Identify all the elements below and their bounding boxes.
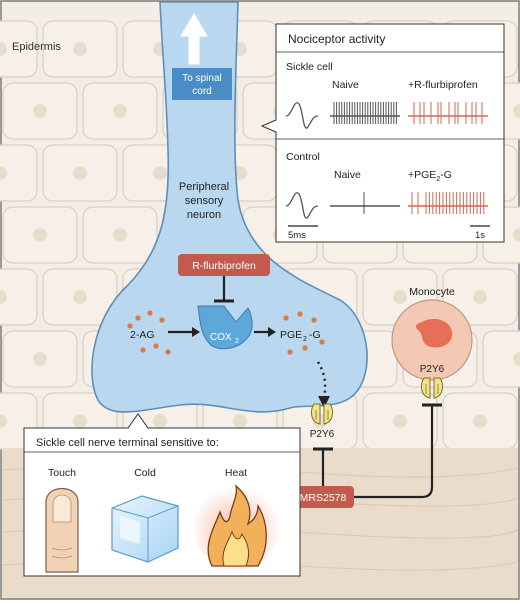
cox2-label: COX xyxy=(210,332,232,343)
sickle-waveform xyxy=(285,102,319,129)
activity-panel-title: Nociceptor activity xyxy=(288,32,385,46)
epidermis-cell-nucleus xyxy=(393,290,407,304)
epidermis-cell-nucleus xyxy=(473,414,487,428)
sickle-cell-label: Sickle cell xyxy=(286,61,333,73)
epidermis-cell-nucleus xyxy=(73,290,87,304)
p2y6-neuron-label: P2Y6 xyxy=(310,429,335,440)
spinal-cord-arrow xyxy=(180,13,208,65)
epidermis-cell-nucleus xyxy=(393,414,407,428)
pge2g-label: PGE xyxy=(280,329,302,341)
epidermis-cell-nucleus xyxy=(0,290,7,304)
epidermis-cell-nucleus xyxy=(0,414,7,428)
spinal-cord-label-line1: To spinal xyxy=(182,73,221,84)
arrowhead-2ag xyxy=(192,327,200,337)
control-label: Control xyxy=(286,151,320,163)
monocyte-nucleus xyxy=(415,318,453,348)
heat-label: Heat xyxy=(225,467,247,479)
inhibition-line-p2y6-monocyte xyxy=(354,406,434,499)
cox2-enzyme xyxy=(197,305,253,350)
pge2g-subscript: 2 xyxy=(303,336,307,343)
cold-ice-cube-icon xyxy=(111,495,179,563)
neuron-label-line1: Peripheral xyxy=(179,181,229,193)
p2y6-monocyte-label: P2Y6 xyxy=(420,364,445,375)
peripheral-sensory-neuron xyxy=(91,1,368,413)
neuron-label-line3: neuron xyxy=(187,209,221,221)
r-flurbiprofen-label: R-flurbiprofen xyxy=(192,260,256,272)
control-naive-label: Naive xyxy=(334,169,361,181)
sickle-treated-spikes xyxy=(413,102,483,124)
sickle-cell-naive-label: Naive xyxy=(332,79,359,91)
epidermis-cell xyxy=(0,144,38,202)
sickle-naive-spikes xyxy=(333,102,397,124)
epidermis-cell-nucleus xyxy=(233,414,247,428)
control-waveform xyxy=(285,192,319,219)
epidermis-cell-nucleus xyxy=(113,104,127,118)
p2y6-receptor-monocyte xyxy=(421,377,443,399)
dotted-arrowhead xyxy=(318,396,330,408)
scale-s-label: 1s xyxy=(475,230,485,241)
epidermis-cell-nucleus xyxy=(513,228,520,242)
two-ag-label: 2-AG xyxy=(130,329,155,341)
cold-label: Cold xyxy=(134,467,156,479)
spinal-cord-label-line2: cord xyxy=(192,86,211,97)
mrs2578-label: MRS2578 xyxy=(300,492,347,504)
epidermis-cell-nucleus xyxy=(33,352,47,366)
arrowhead-pge2g xyxy=(268,327,276,337)
control-treated-label: +PGE2-G xyxy=(408,169,452,183)
epidermis-cell-nucleus xyxy=(153,166,167,180)
epidermis-cell-nucleus xyxy=(113,228,127,242)
touch-finger-icon xyxy=(45,488,79,573)
epidermis-cell-nucleus xyxy=(0,166,7,180)
epidermis-cell-nucleus xyxy=(0,42,7,56)
epidermis-cell-nucleus xyxy=(513,352,520,366)
pge2g-molecules xyxy=(283,311,325,355)
two-ag-molecules xyxy=(127,310,171,355)
spinal-cord-label-box xyxy=(172,68,232,100)
epidermis-cell-nucleus xyxy=(73,166,87,180)
epidermis-cell xyxy=(482,330,520,388)
epidermis-cell-nucleus xyxy=(73,42,87,56)
epidermis-cell xyxy=(0,268,38,326)
epidermis-cell-nucleus xyxy=(473,290,487,304)
epidermis-cell xyxy=(0,20,38,78)
epidermis-cell-nucleus xyxy=(153,414,167,428)
p2y6-receptor-neuron xyxy=(311,403,333,425)
epidermis-label: Epidermis xyxy=(12,41,61,53)
control-treated-spikes xyxy=(411,192,485,214)
pge2g-suffix: -G xyxy=(309,329,321,341)
dotted-arrow-to-p2y6 xyxy=(316,361,327,399)
neuron-label-line2: sensory xyxy=(185,195,224,207)
epidermis-cell-nucleus xyxy=(33,104,47,118)
scale-ms-label: 5ms xyxy=(288,230,306,241)
mrs2578-drug-box xyxy=(292,486,354,508)
touch-label: Touch xyxy=(48,467,76,479)
epidermis-cell-nucleus xyxy=(513,104,520,118)
epidermis-cell-nucleus xyxy=(73,414,87,428)
sensitivity-panel: Sickle cell nerve terminal sensitive to:… xyxy=(23,413,301,577)
heat-flame-icon xyxy=(194,484,278,570)
r-flurbiprofen-drug-box xyxy=(178,254,270,276)
cox2-subscript: 2 xyxy=(235,338,239,345)
sensitivity-panel-title: Sickle cell nerve terminal sensitive to: xyxy=(36,437,219,449)
sickle-cell-treated-label: +R-flurbiprofen xyxy=(408,79,478,91)
monocyte-label: Monocyte xyxy=(409,286,455,298)
nociceptor-activity-panel: Nociceptor activity Sickle cell Naive +R… xyxy=(260,23,505,243)
epidermis-cell-nucleus xyxy=(33,228,47,242)
